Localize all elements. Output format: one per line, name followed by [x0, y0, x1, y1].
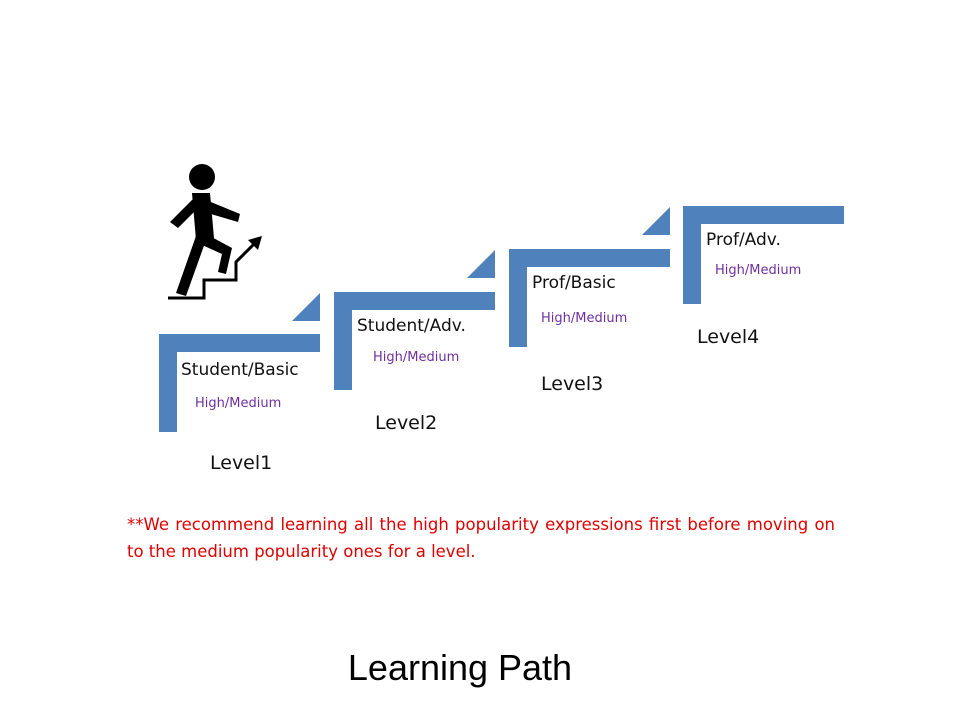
step-2-shape [334, 250, 495, 390]
step-4-sub: High/Medium [715, 263, 802, 278]
level-2-label: Level2 [375, 412, 438, 434]
step-3-sub: High/Medium [541, 311, 628, 326]
step-4-label: Prof/Adv. [706, 230, 781, 250]
person-climbing-stairs-icon [168, 164, 262, 300]
step-3-label: Prof/Basic [532, 273, 616, 293]
level-3-label: Level3 [541, 373, 604, 395]
level-1-label: Level1 [210, 452, 273, 474]
recommendation-note: **We recommend learning all the high pop… [127, 515, 835, 561]
page-title: Learning Path [347, 647, 573, 688]
level-4-label: Level4 [697, 326, 760, 348]
step-1-shape [159, 293, 320, 432]
step-1-label: Student/Basic [181, 360, 299, 380]
step-3-shape [509, 207, 670, 347]
step-4-shape [683, 206, 844, 304]
step-1-sub: High/Medium [195, 396, 282, 411]
step-2-sub: High/Medium [373, 350, 460, 365]
step-2-label: Student/Adv. [357, 316, 466, 336]
